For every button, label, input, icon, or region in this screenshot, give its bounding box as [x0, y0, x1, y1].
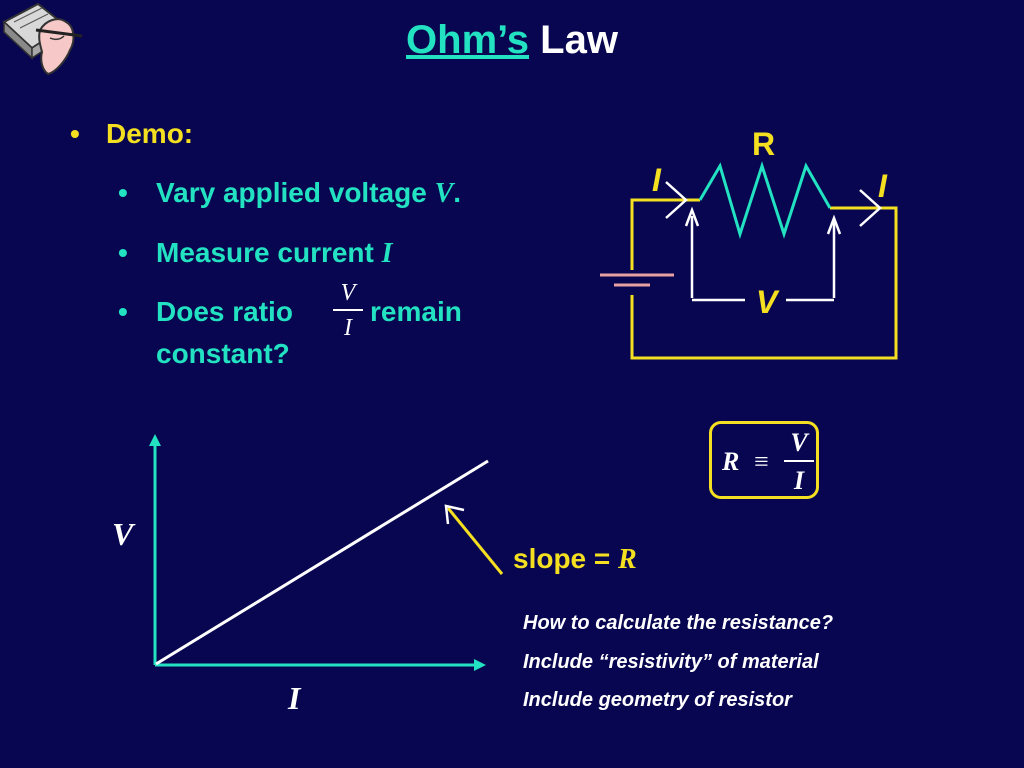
ratio-text-line2: constant? — [156, 338, 290, 369]
bullet-tail: . — [453, 177, 462, 208]
fraction-denominator: I — [793, 465, 805, 495]
bullet-marker: • — [118, 177, 128, 208]
circuit-diagram — [600, 161, 898, 360]
slope-label: slope = R — [513, 543, 637, 576]
sub-bullet-measure-current: • Measure current I — [118, 237, 393, 270]
bullet-marker: • — [118, 237, 128, 268]
note-line-3: Include geometry of resistor — [523, 689, 792, 711]
bullet-marker: • — [118, 296, 128, 327]
voltage-label: V — [756, 284, 778, 320]
current-var: I — [381, 238, 393, 269]
circuit-wire — [630, 198, 700, 270]
current-arrow-right — [859, 189, 882, 227]
slope-text: slope = — [513, 543, 619, 574]
v-i-graph — [149, 434, 489, 671]
voltmeter-lead-left-arrow — [684, 206, 700, 227]
x-axis-label: I — [288, 680, 301, 716]
bullet-text: Vary applied voltage — [156, 177, 435, 208]
formula-fraction: V I — [784, 428, 814, 496]
hand-writing-notebook-icon — [2, 2, 83, 76]
linear-plot-line — [155, 459, 489, 666]
demo-bullet: • Demo: — [70, 118, 193, 150]
voltmeter-lead-right-arrow — [826, 214, 842, 235]
formula-lhs: R — [722, 447, 740, 476]
current-arrow-left — [665, 181, 688, 219]
resistor-label: R — [752, 126, 776, 162]
ratio-fraction: V I — [333, 280, 363, 342]
note-line-2: Include “resistivity” of material — [523, 651, 819, 673]
sub-bullet-vary-voltage: • Vary applied voltage V. — [118, 177, 461, 210]
resistance-definition-box — [709, 421, 819, 499]
x-axis-arrow — [474, 659, 486, 671]
ratio-text-after: remain — [370, 296, 462, 327]
circuit-wire — [630, 206, 898, 360]
slope-var: R — [618, 544, 637, 575]
bullet-marker: • — [70, 118, 80, 149]
fraction-denominator: I — [344, 314, 352, 341]
page-title: Ohm’s Law — [0, 18, 1024, 63]
bullet-text: Does ratio — [156, 296, 293, 327]
voltage-var: V — [434, 178, 454, 209]
note-line-1: How to calculate the resistance? — [523, 612, 834, 634]
current-label-left: I — [652, 162, 661, 198]
y-axis-arrow — [149, 434, 161, 446]
fraction-bar — [333, 309, 363, 311]
demo-label: Demo: — [106, 118, 194, 149]
title-law: Law — [540, 18, 618, 62]
y-axis-label: V — [112, 516, 134, 552]
title-ohm-link[interactable]: Ohm’s — [406, 18, 530, 62]
sub-bullet-ratio: • Does ratio — [118, 296, 293, 328]
fraction-numerator: V — [340, 280, 356, 306]
formula-operator: ≡ — [754, 447, 769, 476]
bullet-text: Measure current — [156, 237, 382, 268]
resistor-zigzag — [698, 161, 832, 240]
current-label-right: I — [878, 168, 887, 204]
fraction-numerator: V — [790, 428, 808, 457]
fraction-bar — [784, 460, 814, 462]
slope-pointer-arrow — [444, 504, 504, 575]
